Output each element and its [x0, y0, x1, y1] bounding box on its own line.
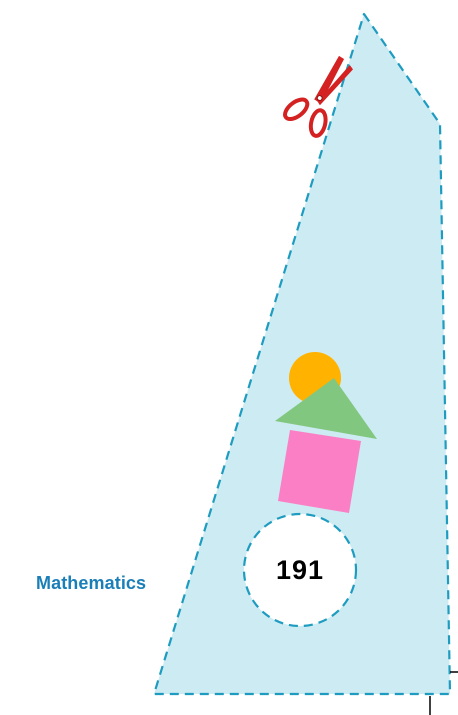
page-number-circle [242, 512, 358, 628]
corner-crop-mark [429, 671, 458, 715]
green-triangle-shape [275, 378, 377, 439]
scissors-icon [283, 55, 353, 138]
subject-label: Mathematics [36, 573, 147, 593]
cut-out-paper-strip [152, 12, 452, 696]
page-number: 191 [275, 554, 325, 585]
pink-square-shape [278, 430, 361, 513]
